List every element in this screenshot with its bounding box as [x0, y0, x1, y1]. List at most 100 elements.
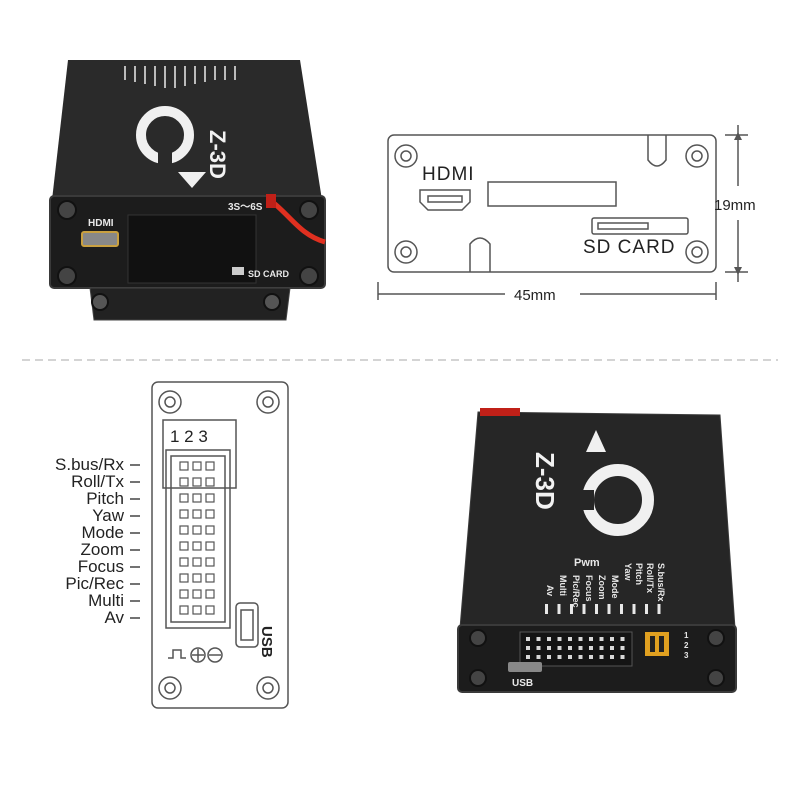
height-label: 19mm: [714, 197, 756, 214]
screw-icon: [57, 200, 77, 220]
drawing-bottom-bump: [469, 237, 491, 272]
corner-hole-icon: [256, 390, 280, 414]
photo-pin: [620, 637, 625, 641]
pin-square: [179, 461, 189, 471]
top-drawing: [151, 381, 289, 709]
drawing-usb-label: USB: [258, 626, 275, 658]
photo-pin-label: Roll/Tx: [645, 563, 655, 593]
front-photo: Z-3D HDMI 3S～6S SD CARD: [49, 60, 326, 321]
pin-square: [192, 525, 202, 535]
pin-label: S.bus/Rx: [55, 455, 124, 474]
pin-label: Multi: [88, 591, 124, 610]
pin-square: [192, 493, 202, 503]
pin-label-list: S.bus/Rx Roll/Tx Pitch Yaw Mode Zoom Foc…: [55, 455, 125, 627]
photo-pin-label: Multi: [558, 575, 568, 596]
pin-label: Roll/Tx: [71, 472, 124, 491]
corner-hole-inner: [262, 682, 274, 694]
front-hdmi-label: HDMI: [88, 218, 114, 229]
screw-icon: [469, 669, 487, 687]
arrow-down-icon: [178, 172, 206, 188]
drawing-sd-slot: [591, 217, 689, 235]
photo-pin: [578, 646, 583, 650]
dim-arrow-icon: [734, 267, 742, 275]
corner-hole-icon: [158, 676, 182, 700]
pin-label: Av: [104, 608, 124, 627]
photo-pin-mark: [645, 604, 648, 614]
pin-square: [205, 541, 215, 551]
drawing-hdmi-label: HDMI: [422, 164, 475, 185]
photo-pin: [557, 646, 562, 650]
drawing-hdmi-port: [419, 189, 471, 211]
photo-pin-mark: [657, 604, 661, 614]
corner-hole-inner: [164, 396, 176, 408]
pin-square: [179, 573, 189, 583]
screw-icon: [57, 266, 77, 286]
photo-pin: [547, 646, 551, 650]
screw-icon: [469, 629, 487, 647]
screw-icon: [707, 629, 725, 647]
corner-hole-icon: [394, 240, 418, 264]
photo-pin-marks: [545, 604, 661, 614]
pin-square: [205, 493, 215, 503]
corner-hole-inner: [164, 682, 176, 694]
photo-header-number: 1: [684, 631, 689, 640]
dim-arrow-icon: [734, 132, 742, 140]
pin-square: [192, 605, 202, 615]
photo-pin: [589, 655, 593, 659]
photo-jumper: [645, 632, 669, 656]
drawing-usb-port: [235, 602, 259, 648]
corner-hole-inner: [691, 246, 703, 258]
pin-label: Pitch: [86, 489, 124, 508]
pwm-label: Pwm: [574, 557, 600, 569]
photo-pin-label: S.bus/Rx: [656, 563, 666, 602]
screw-icon: [91, 293, 109, 311]
photo-header-number: 2: [684, 641, 689, 650]
pin-square: [192, 573, 202, 583]
corner-hole-icon: [256, 676, 280, 700]
photo-pin-mark: [595, 604, 598, 614]
pin-square: [205, 605, 215, 615]
pin-grid-outer: [165, 449, 231, 629]
photo-pin: [526, 646, 530, 650]
photo-pin: [547, 637, 551, 641]
top-photo: Z-3D Pwm USB 1 2 3: [457, 408, 737, 693]
photo-pin: [599, 646, 604, 650]
photo-jumper-slot: [650, 636, 655, 652]
photo-pin-mark: [545, 604, 548, 614]
front-sd-label: SD CARD: [248, 269, 290, 279]
pwm-signal-icon: [168, 649, 186, 659]
photo-pin: [599, 655, 604, 659]
corner-hole-inner: [691, 150, 703, 162]
drawing-wire-stub: [647, 135, 667, 167]
pin-square: [205, 525, 215, 535]
hdmi-port: [81, 231, 119, 247]
photo-pin: [557, 655, 562, 659]
photo-pin: [620, 655, 625, 659]
front-logo-text: Z-3D: [205, 130, 230, 179]
pin-dash-list: [130, 464, 140, 619]
photo-pin-mark: [607, 604, 611, 614]
corner-hole-inner: [400, 246, 412, 258]
photo-pin: [557, 637, 562, 641]
pin-label: Mode: [81, 523, 124, 542]
header-numbers: 1 2 3: [170, 427, 208, 446]
pin-square: [205, 573, 215, 583]
pin-square: [179, 605, 189, 615]
sd-card-icon: [232, 267, 244, 275]
voltage-label: 3S～6S: [228, 202, 263, 213]
photo-pin: [526, 637, 530, 641]
screw-icon: [299, 200, 319, 220]
corner-hole-icon: [685, 240, 709, 264]
screw-icon: [299, 266, 319, 286]
front-drawing: [377, 125, 748, 300]
corner-hole-icon: [394, 144, 418, 168]
drawing-hdmi-inner: [427, 195, 463, 203]
screw-icon: [263, 293, 281, 311]
logo-ring-gap: [158, 150, 172, 166]
photo-pin: [526, 655, 530, 659]
drawing-usb-inner: [240, 609, 254, 641]
pin-square: [179, 541, 189, 551]
photo-pin: [589, 637, 593, 641]
drawing-sd-inner: [597, 222, 649, 230]
photo-logo-ring-gap: [580, 490, 594, 510]
